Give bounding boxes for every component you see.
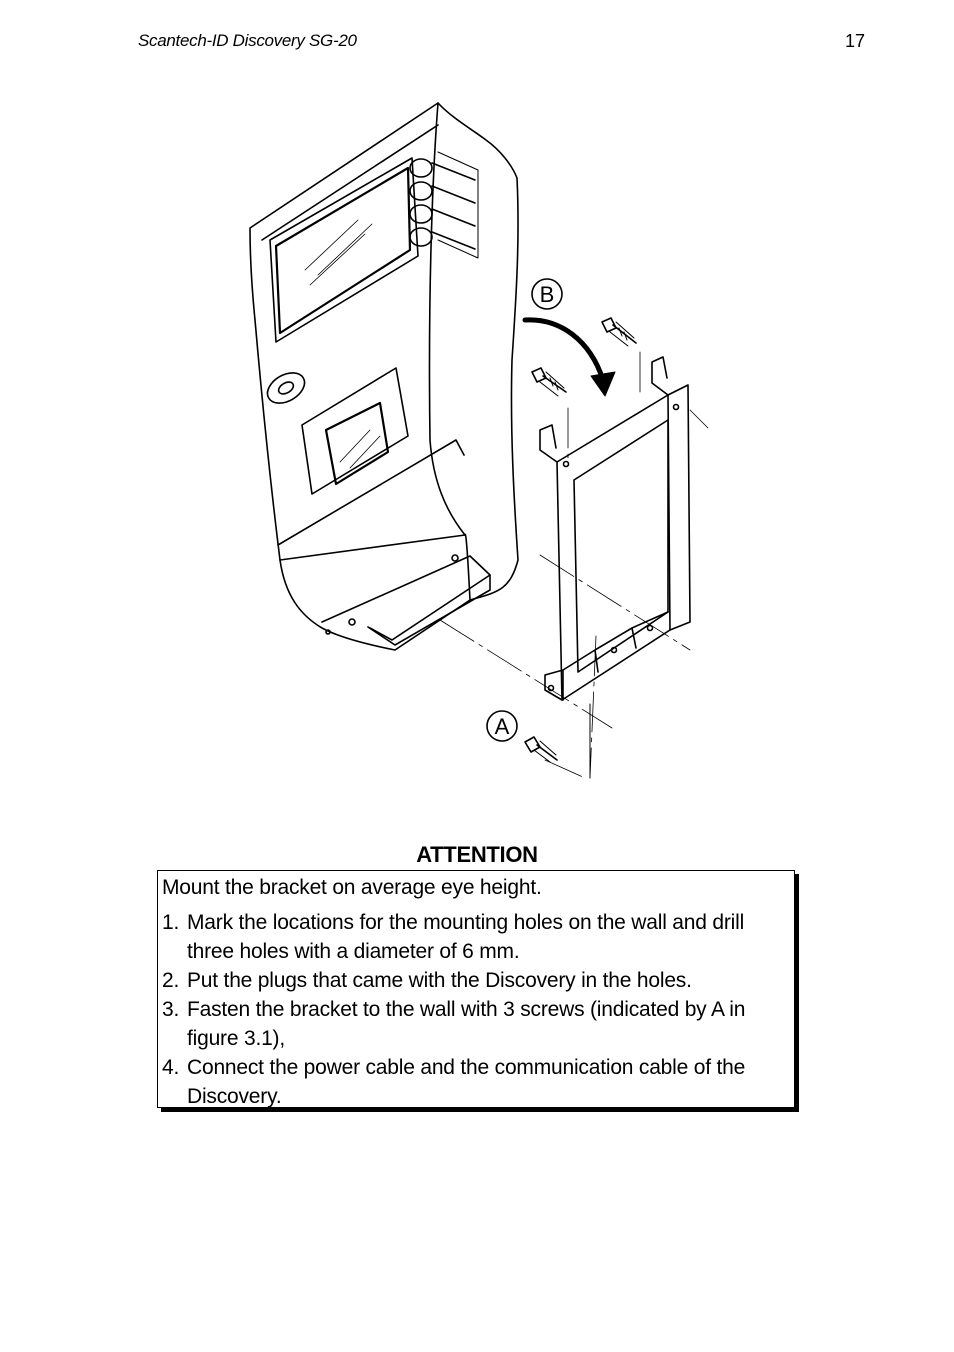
step-number: 2. — [162, 969, 180, 992]
mounting-bracket — [539, 356, 691, 701]
step-number: 3. — [162, 998, 180, 1021]
callout-a: A — [486, 710, 518, 742]
step-text: Fasten the bracket to the wall with 3 sc… — [187, 998, 746, 1050]
instruction-step: 3. Fasten the bracket to the wall with 3… — [162, 995, 794, 1053]
attention-heading: ATTENTION — [416, 842, 538, 867]
screw-a — [524, 736, 558, 763]
mounting-illustration: B — [249, 102, 709, 779]
instruction-step: 1. Mark the locations for the mounting h… — [162, 908, 794, 966]
step-number: 1. — [162, 911, 180, 934]
callout-b: B — [531, 278, 563, 310]
svg-text:B: B — [540, 282, 555, 307]
page-number: 17 — [845, 31, 866, 51]
instruction-step: 4. Connect the power cable and the commu… — [162, 1053, 794, 1111]
rotation-arrow — [522, 317, 616, 397]
note-intro: Mount the bracket on average eye height. — [162, 876, 542, 899]
step-text: Mark the locations for the mounting hole… — [187, 911, 745, 963]
step-text: Connect the power cable and the communic… — [187, 1056, 746, 1108]
alignment-guides — [439, 351, 709, 779]
attention-note-box: Mount the bracket on average eye height.… — [157, 870, 795, 1108]
button-column — [409, 151, 479, 259]
step-text: Put the plugs that came with the Discove… — [187, 969, 692, 992]
instruction-step: 2. Put the plugs that came with the Disc… — [162, 966, 794, 995]
header-title: Scantech-ID Discovery SG-20 — [138, 31, 357, 50]
svg-text:A: A — [495, 714, 510, 739]
instruction-steps: 1. Mark the locations for the mounting h… — [162, 908, 794, 1111]
step-number: 4. — [162, 1056, 180, 1079]
device-drawing — [249, 102, 519, 651]
screw-top-right — [601, 317, 637, 347]
screw-top-left — [531, 367, 567, 397]
